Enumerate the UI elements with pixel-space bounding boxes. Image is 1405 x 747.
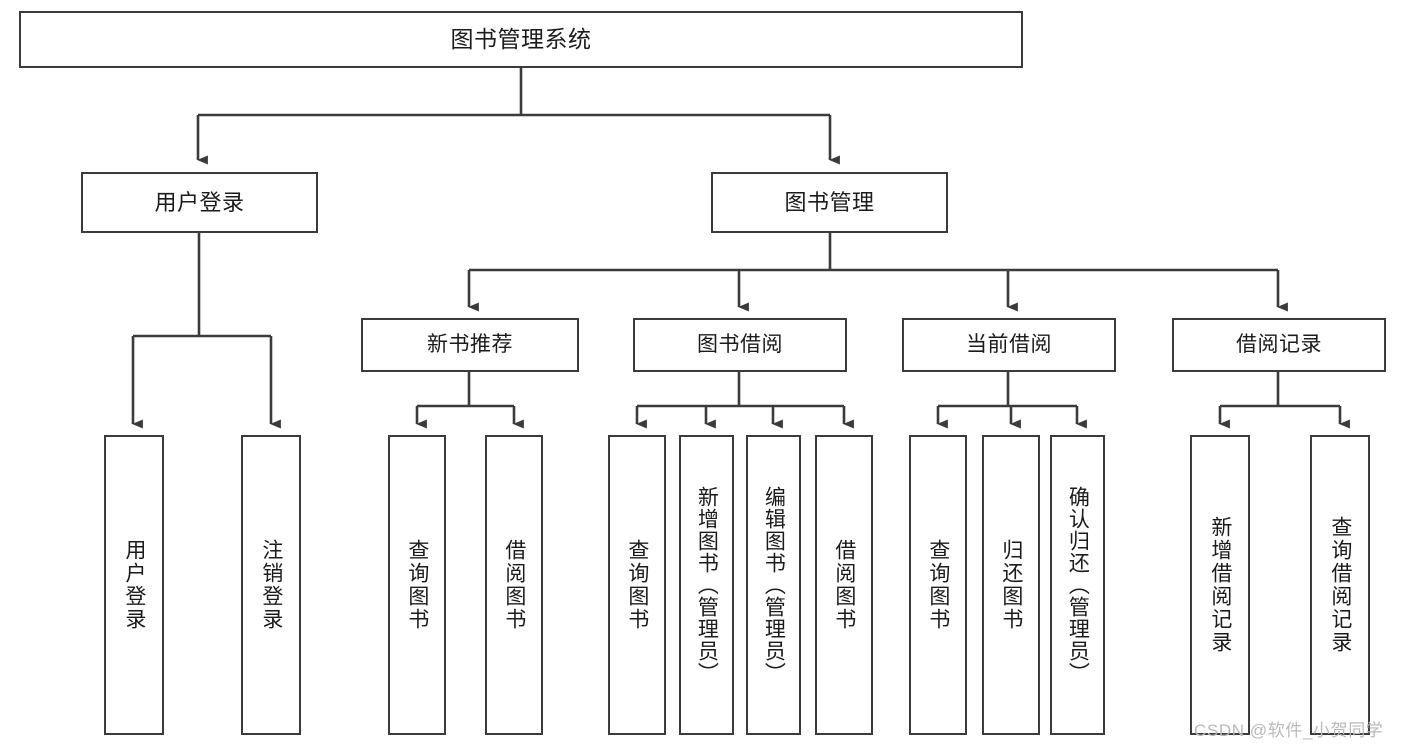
node-leaf-add-book-admin-label: 新增图书（管理员） bbox=[695, 486, 719, 684]
node-leaf-edit-book-admin[interactable]: 编辑图书（管理员） bbox=[746, 435, 801, 735]
node-borrow-record[interactable]: 借阅记录 bbox=[1172, 318, 1386, 372]
node-new-book-recommend-label: 新书推荐 bbox=[427, 332, 513, 356]
node-book-borrow[interactable]: 图书借阅 bbox=[633, 318, 847, 372]
node-leaf-user-login[interactable]: 用户登录 bbox=[104, 435, 164, 735]
node-new-book-recommend[interactable]: 新书推荐 bbox=[361, 318, 579, 372]
node-leaf-add-borrow-record-label: 新增借阅记录 bbox=[1208, 516, 1232, 654]
node-leaf-query-book-1-label: 查询图书 bbox=[405, 539, 429, 631]
node-leaf-user-login-label: 用户登录 bbox=[122, 539, 146, 631]
node-leaf-query-book-3[interactable]: 查询图书 bbox=[909, 435, 967, 735]
node-book-borrow-label: 图书借阅 bbox=[697, 332, 783, 356]
node-book-manage-label: 图书管理 bbox=[784, 189, 875, 215]
node-leaf-confirm-return-admin[interactable]: 确认归还（管理员） bbox=[1050, 435, 1105, 735]
node-leaf-edit-book-admin-label: 编辑图书（管理员） bbox=[762, 486, 786, 684]
node-leaf-borrow-book-1-label: 借阅图书 bbox=[502, 539, 526, 631]
node-leaf-query-book-1[interactable]: 查询图书 bbox=[388, 435, 446, 735]
node-leaf-return-book[interactable]: 归还图书 bbox=[982, 435, 1040, 735]
node-current-borrow-label: 当前借阅 bbox=[966, 332, 1052, 356]
node-leaf-borrow-book-2-label: 借阅图书 bbox=[832, 539, 856, 631]
node-leaf-borrow-book-1[interactable]: 借阅图书 bbox=[485, 435, 543, 735]
node-leaf-return-book-label: 归还图书 bbox=[999, 539, 1023, 631]
node-leaf-add-book-admin[interactable]: 新增图书（管理员） bbox=[679, 435, 734, 735]
node-leaf-add-borrow-record[interactable]: 新增借阅记录 bbox=[1190, 435, 1250, 735]
node-leaf-query-borrow-record-label: 查询借阅记录 bbox=[1328, 516, 1352, 654]
node-borrow-record-label: 借阅记录 bbox=[1236, 332, 1322, 356]
node-root-label: 图书管理系统 bbox=[450, 25, 592, 52]
node-leaf-borrow-book-2[interactable]: 借阅图书 bbox=[815, 435, 873, 735]
node-leaf-user-logout-label: 注销登录 bbox=[259, 539, 283, 631]
node-user-login[interactable]: 用户登录 bbox=[81, 172, 318, 233]
watermark-text: CSDN @软件_小贺同学 bbox=[1194, 721, 1384, 740]
node-leaf-query-book-3-label: 查询图书 bbox=[926, 539, 950, 631]
node-leaf-confirm-return-admin-label: 确认归还（管理员） bbox=[1066, 486, 1090, 684]
node-leaf-query-borrow-record[interactable]: 查询借阅记录 bbox=[1310, 435, 1370, 735]
node-leaf-user-logout[interactable]: 注销登录 bbox=[241, 435, 301, 735]
node-leaf-query-book-2-label: 查询图书 bbox=[625, 539, 649, 631]
node-current-borrow[interactable]: 当前借阅 bbox=[902, 318, 1116, 372]
node-book-manage[interactable]: 图书管理 bbox=[711, 172, 948, 233]
node-leaf-query-book-2[interactable]: 查询图书 bbox=[608, 435, 666, 735]
node-root[interactable]: 图书管理系统 bbox=[19, 11, 1023, 68]
node-user-login-label: 用户登录 bbox=[154, 189, 245, 215]
